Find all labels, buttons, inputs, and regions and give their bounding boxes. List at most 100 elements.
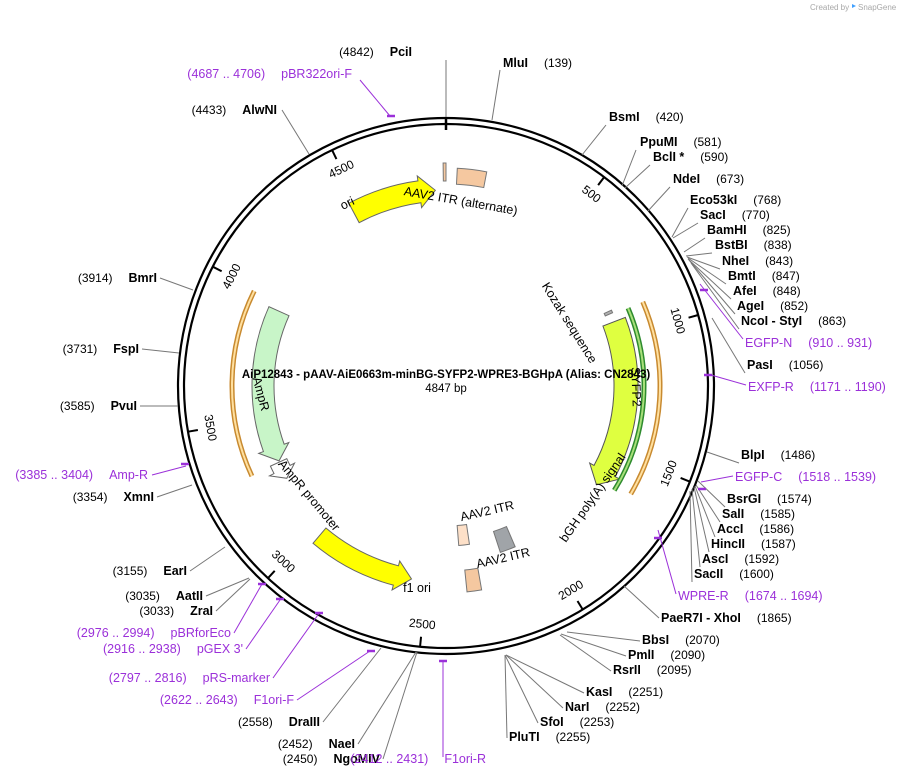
site-bmti: BmtI (847) (728, 267, 800, 284)
site-nhei: NheI (843) (722, 252, 793, 269)
site-name: BsrGI (727, 492, 761, 506)
site-leader (382, 651, 418, 760)
site-leader (683, 237, 706, 253)
site-bstbi: BstBI (838) (715, 236, 792, 253)
primer-f1ori-f: (2622 .. 2643) F1ori-F (160, 691, 294, 708)
primer-wpre-r: WPRE-R (1674 .. 1694) (678, 587, 823, 604)
primer-name: pGEX 3' (197, 642, 243, 656)
site-position: (768) (753, 193, 781, 207)
site-position: (863) (818, 314, 846, 328)
site-position: (1056) (789, 358, 824, 372)
site-leader (672, 222, 699, 239)
primer-amp-r: (3385 .. 3404) Amp-R (15, 466, 148, 483)
plasmid-title: AiP12843 - pAAV-AiE0663m-minBG-SYFP2-WPR… (242, 369, 651, 381)
site-name: DraIII (289, 715, 320, 729)
site-name: KasI (586, 685, 612, 699)
primer-leader (272, 611, 321, 679)
site-name: AccI (717, 522, 743, 536)
tick-mark (576, 600, 584, 611)
credit-text: Created by (810, 3, 849, 12)
snapgene-logo-icon (852, 4, 856, 8)
site-position: (2558) (238, 715, 273, 729)
site-mlui: MluI (139) (503, 54, 572, 71)
feature-label-syfp2: SYFP2 (628, 367, 643, 407)
feature-amprprom-arrow (267, 457, 296, 479)
primer-leader (699, 283, 744, 340)
site-leader (695, 484, 721, 523)
site-name: BmtI (728, 269, 756, 283)
site-alwni: (4433) AlwNI (192, 101, 277, 118)
site-name: PmlI (628, 648, 654, 662)
site-position: (1574) (777, 492, 812, 506)
feature-itr1-box (456, 523, 471, 547)
site-paer7i-xhoi: PaeR7I - XhoI (1865) (661, 609, 792, 626)
primer-position: (1171 .. 1190) (810, 380, 886, 394)
site-bbsi: BbsI (2070) (642, 631, 720, 648)
credit: Created by SnapGene (810, 3, 897, 12)
site-leader (671, 207, 689, 238)
site-position: (2255) (556, 730, 591, 744)
site-pmli: PmlI (2090) (628, 646, 705, 663)
site-name: SacI (700, 208, 726, 222)
site-position: (581) (694, 135, 722, 149)
primer-egfp-n: EGFP-N (910 .. 931) (745, 334, 872, 351)
primer-leader (151, 465, 187, 476)
tick-mark (267, 570, 276, 579)
site-bcli: BclI * (590) (653, 148, 728, 165)
site-bmri: (3914) BmrI (78, 269, 157, 286)
feature-orange-arc-inner (629, 301, 661, 495)
site-position: (1865) (757, 611, 792, 625)
site-draiii: (2558) DraIII (238, 713, 320, 730)
site-blpi: BlpI (1486) (741, 446, 815, 463)
site-name: BamHI (707, 223, 747, 237)
site-name: SfoI (540, 715, 564, 729)
site-position: (420) (656, 110, 684, 124)
site-name: MluI (503, 56, 528, 70)
primer-egfp-c: EGFP-C (1518 .. 1539) (735, 468, 876, 485)
primer-pbr322ori-f: (4687 .. 4706) pBR322ori-F (187, 65, 352, 82)
site-ngomiv: (2450) NgoMIV (283, 750, 381, 767)
feature-label-amprprom: AmpR promoter (275, 457, 342, 534)
feature-ori-arrow (348, 174, 437, 224)
site-leader (623, 585, 660, 619)
site-aatii: (3035) AatII (125, 587, 203, 604)
site-name: AlwNI (242, 103, 277, 117)
site-sfoi: SfoI (2253) (540, 713, 614, 730)
primer-position: (1674 .. 1694) (745, 589, 823, 603)
feature-ampr-arrow (251, 306, 290, 462)
site-leader (685, 252, 713, 257)
site-agei: AgeI (852) (737, 297, 808, 314)
site-leader (159, 277, 194, 291)
site-name: RsrII (613, 663, 641, 677)
tick-label: 1000 (667, 306, 688, 336)
tick-label: 3500 (201, 413, 219, 442)
site-leader (504, 654, 539, 724)
leaders-layer (140, 60, 747, 760)
site-leader (141, 348, 180, 354)
site-leader (697, 480, 726, 508)
site-pcii: (4842) PciI (339, 43, 412, 60)
site-hincii: HincII (1587) (711, 535, 796, 552)
site-xmni: (3354) XmnI (73, 488, 154, 505)
site-leader (694, 485, 716, 538)
primer-prs-marker: (2797 .. 2816) pRS-marker (109, 669, 270, 686)
site-name: PluTI (509, 730, 540, 744)
site-acci: AccI (1586) (717, 520, 794, 537)
feature-label-ori: ori (338, 194, 357, 213)
site-position: (2095) (657, 663, 692, 677)
site-rsrii: RsrII (2095) (613, 661, 691, 678)
site-leader (504, 654, 508, 739)
tick-label: 2000 (556, 577, 586, 603)
site-position: (2090) (670, 648, 705, 662)
site-leader (688, 259, 736, 315)
site-position: (139) (544, 56, 572, 70)
site-position: (1587) (761, 537, 796, 551)
feature-label-f1ori: f1 ori (403, 581, 431, 595)
primer-name: pBR322ori-F (281, 67, 352, 81)
site-naei: (2452) NaeI (278, 735, 355, 752)
feature-kozak-mark (603, 309, 614, 317)
site-position: (1600) (739, 567, 774, 581)
site-leader (322, 647, 382, 723)
site-position: (2251) (628, 685, 663, 699)
primer-position: (4687 .. 4706) (187, 67, 265, 81)
